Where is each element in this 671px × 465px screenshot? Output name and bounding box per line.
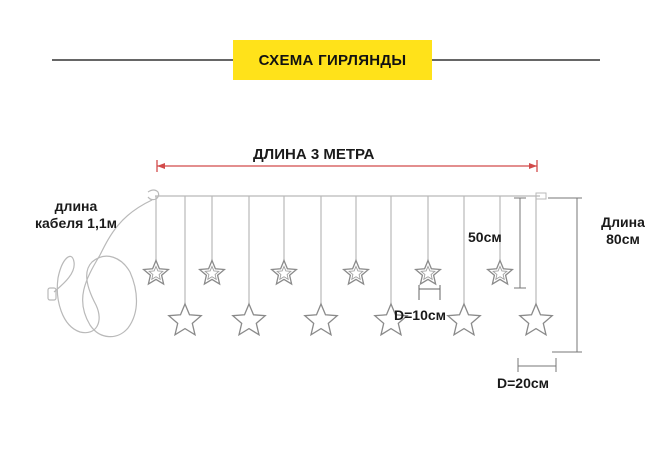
long-strand-label: Длина 80см: [590, 214, 656, 248]
small-star-4-inner: [348, 265, 364, 281]
small-star-3: [269, 258, 299, 286]
power-cable: [53, 199, 153, 338]
long-strand-dimension: [548, 197, 582, 353]
large-star-3: [303, 302, 339, 337]
strands-group: [141, 196, 554, 337]
total-length-dimension: [156, 160, 538, 172]
cable-length-label: длина кабеля 1,1м: [22, 198, 130, 232]
small-star-diameter-dimension: [418, 285, 441, 300]
long-strand-label-line1: Длина: [601, 214, 645, 230]
cable-length-label-line2: кабеля 1,1м: [35, 215, 117, 231]
small-star-5: [413, 258, 443, 286]
diagram-title-banner: СХЕМА ГИРЛЯНДЫ: [233, 40, 432, 80]
small-star-1: [141, 258, 171, 286]
small-star-diameter-label: D=10см: [394, 307, 447, 323]
long-strand-label-line2: 80см: [606, 231, 640, 247]
large-star-6: [518, 302, 554, 337]
large-star-diameter-label: D=20см: [497, 375, 550, 391]
large-star-1: [167, 302, 203, 337]
small-star-3-inner: [276, 265, 292, 281]
small-star-6: [485, 258, 515, 286]
small-star-5-inner: [420, 265, 436, 281]
total-length-label: ДЛИНА 3 МЕТРА: [253, 146, 375, 163]
large-star-4: [373, 302, 409, 337]
cable-plug: [47, 287, 57, 301]
large-star-5: [446, 302, 482, 337]
short-strand-label: 50см: [468, 229, 502, 245]
cable-length-label-line1: длина: [54, 198, 98, 214]
large-star-2: [231, 302, 267, 337]
diagram-title: СХЕМА ГИРЛЯНДЫ: [258, 51, 407, 69]
start-connector: [147, 189, 160, 201]
large-star-diameter-dimension: [517, 358, 557, 372]
small-star-1-inner: [148, 265, 164, 281]
small-star-2: [197, 258, 227, 286]
small-star-4: [341, 258, 371, 286]
small-star-2-inner: [204, 265, 220, 281]
short-strand-dimension: [514, 197, 526, 289]
small-star-6-inner: [492, 265, 508, 281]
